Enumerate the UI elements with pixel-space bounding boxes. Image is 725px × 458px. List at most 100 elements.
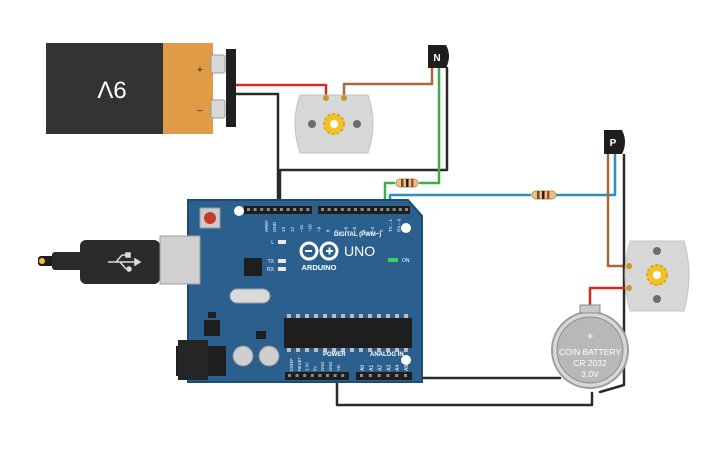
pin-hole[interactable] <box>288 374 291 377</box>
digital-pin-label: 13 <box>281 226 286 232</box>
transistor-body <box>428 45 449 68</box>
digital-pin-label: 7 <box>334 229 339 232</box>
microcontroller-pins <box>287 314 408 352</box>
digital-header-lower <box>318 206 410 214</box>
analog-header-label: ANALOG IN <box>370 352 404 358</box>
coin-battery-cell <box>556 316 624 384</box>
pin-hole[interactable] <box>368 374 372 377</box>
pin-hole[interactable] <box>341 374 345 377</box>
resistor-band <box>411 179 414 187</box>
pin-hole[interactable] <box>327 208 331 211</box>
pin-hole[interactable] <box>266 208 270 211</box>
power-pin-label: Vin <box>336 364 341 371</box>
pin-hole[interactable] <box>367 208 371 211</box>
pin-hole[interactable] <box>247 208 250 211</box>
coin-battery[interactable]: + COIN BATTERY CR 2032 3.0V <box>551 304 629 389</box>
coin-battery-line3: 3.0V <box>581 369 599 379</box>
transistor-body <box>604 130 625 154</box>
wire-red-battery-motor1[interactable] <box>230 83 328 97</box>
pin-hole[interactable] <box>295 374 299 377</box>
power-pin-label: 5V <box>312 366 317 371</box>
power-header-label: POWER <box>323 352 346 358</box>
pin-hole[interactable] <box>310 374 314 377</box>
motor-screw <box>353 120 361 128</box>
resistor-band <box>537 191 540 199</box>
led-on-label: ON <box>402 258 410 264</box>
digital-pin-label: ~11 <box>299 224 304 232</box>
pin-hole[interactable] <box>334 208 338 211</box>
wire-black-transistor-p-coin[interactable] <box>598 153 626 394</box>
pin-hole[interactable] <box>398 208 402 211</box>
transistor-npn[interactable]: N <box>428 45 449 68</box>
battery-body <box>46 43 166 134</box>
resistor-1[interactable] <box>395 178 419 188</box>
pin-hole[interactable] <box>380 208 384 211</box>
pin-hole[interactable] <box>360 208 364 211</box>
usb-port <box>159 235 201 285</box>
dc-motor-1[interactable] <box>294 94 374 154</box>
pin-hole[interactable] <box>377 374 381 377</box>
analog-pin-label: A4 <box>395 365 401 371</box>
pin-hole[interactable] <box>333 374 337 377</box>
wire-brown-transistor-p-motor2[interactable] <box>606 153 628 268</box>
pin-hole[interactable] <box>395 374 399 377</box>
pin-hole[interactable] <box>374 208 377 211</box>
pin-hole[interactable] <box>326 374 329 377</box>
led-tx <box>278 259 286 263</box>
coin-battery-plus-label: + <box>586 329 593 343</box>
pin-hole[interactable] <box>280 208 283 211</box>
digital-header-label: DIGITAL (PWM~) <box>334 232 381 238</box>
pin-hole[interactable] <box>273 208 277 211</box>
analog-pin-label: A5 <box>404 365 410 371</box>
pin-hole[interactable] <box>392 208 396 211</box>
resistor-band <box>406 179 409 187</box>
pin-hole[interactable] <box>306 208 310 211</box>
power-pin-label: 3.3V <box>305 362 310 371</box>
wire-black-gnd-coin[interactable] <box>335 376 594 407</box>
battery-9v[interactable]: + − 9V <box>46 43 236 134</box>
reset-button-cap[interactable] <box>204 212 216 224</box>
dc-power-jack-body <box>178 340 208 380</box>
pin-hole[interactable] <box>318 374 322 377</box>
pin-hole[interactable] <box>321 208 324 211</box>
wire-blue-resistor-transistor-p[interactable] <box>555 153 617 197</box>
pin-hole[interactable] <box>405 208 408 211</box>
dc-motor-2[interactable] <box>624 240 690 312</box>
pin-hole[interactable] <box>253 208 257 211</box>
pin-hole[interactable] <box>303 374 307 377</box>
battery-terminal-plus <box>210 54 226 74</box>
aref-label: AREF <box>264 220 269 232</box>
motor-terminal <box>341 95 347 101</box>
pin-hole[interactable] <box>354 208 357 211</box>
pin-hole[interactable] <box>260 208 264 211</box>
voltage-regulator-tab <box>208 312 216 318</box>
analog-pin-label: A1 <box>369 365 375 371</box>
pin-hole[interactable] <box>293 208 297 211</box>
voltage-regulator <box>204 320 220 336</box>
transistor-pnp[interactable]: P <box>604 130 625 154</box>
motor-shaft-gear-icon <box>646 264 668 286</box>
wire-black-battery-arduino[interactable] <box>230 92 280 209</box>
arduino-infinity-logo-icon <box>299 241 339 261</box>
analog-pin-label: A2 <box>378 365 384 371</box>
wire-black-transistor-n-gnd[interactable] <box>278 66 449 209</box>
wire-brown-motor1-transistor-n[interactable] <box>342 66 434 97</box>
pin-hole[interactable] <box>386 374 390 377</box>
pin-hole[interactable] <box>404 374 407 377</box>
wire-red-motor2-coin[interactable] <box>588 286 628 310</box>
pin-hole[interactable] <box>286 208 290 211</box>
pin-hole[interactable] <box>299 208 303 211</box>
pin-hole[interactable] <box>347 208 351 211</box>
coin-battery-tab <box>579 304 601 314</box>
resistor-2[interactable] <box>531 190 557 200</box>
mount-hole <box>401 355 411 365</box>
wire-green-transistor-n-resistor[interactable] <box>418 66 441 185</box>
pin-hole[interactable] <box>340 208 344 211</box>
pin-hole[interactable] <box>386 208 390 211</box>
led-tx-label: TX <box>268 259 275 265</box>
digital-pin-label: 12 <box>290 226 295 232</box>
pin-hole[interactable] <box>360 374 363 377</box>
mount-hole <box>401 223 411 233</box>
